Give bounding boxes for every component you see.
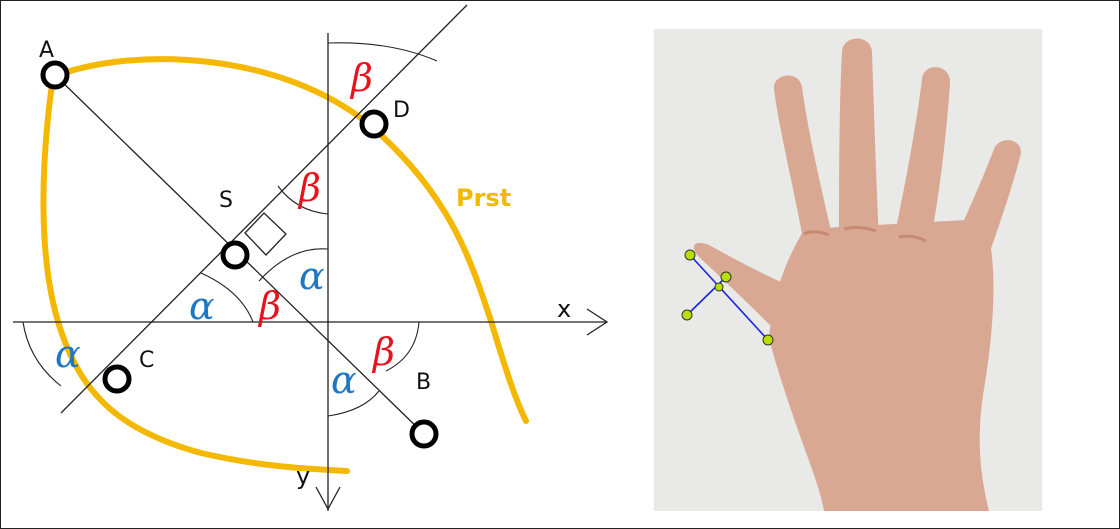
palm-shape [769, 219, 994, 511]
arc-alpha-b [327, 390, 380, 417]
alpha-label-left: α [189, 284, 215, 328]
x-axis-label: x [557, 295, 571, 323]
thumb-measurement[interactable] [681, 249, 774, 346]
right-angle-marker [244, 212, 287, 256]
point-d-marker [359, 109, 389, 139]
measure-handle-3[interactable] [681, 309, 693, 321]
arc-alpha-s [258, 248, 329, 282]
alpha-label-c: α [55, 332, 81, 376]
y-axis-arrow [315, 486, 341, 511]
label-a: A [39, 38, 54, 63]
arc-beta-mid [277, 185, 329, 215]
hand-illustration [681, 38, 1021, 511]
measure-handle-4[interactable] [720, 271, 732, 283]
middle-finger [839, 38, 879, 239]
hand-photo [654, 29, 1042, 511]
index-finger [773, 75, 834, 244]
point-a-marker [40, 60, 70, 90]
beta-label-low: β [257, 284, 281, 328]
beta-label-top: β [349, 56, 373, 100]
arc-beta-b [385, 321, 420, 372]
alpha-label-b: α [331, 358, 357, 402]
beta-label-b: β [371, 330, 395, 374]
measure-handle-2[interactable] [762, 334, 774, 346]
arc-beta-top [327, 42, 438, 62]
beta-label-mid: β [297, 166, 321, 210]
label-c: C [139, 348, 154, 373]
prst-curve [40, 56, 529, 474]
line-cd [60, 4, 468, 414]
x-axis-arrow [586, 308, 609, 336]
alpha-label-s: α [299, 254, 325, 298]
label-s: S [219, 188, 233, 213]
knuckle-shading [803, 225, 927, 243]
measure-line-main [689, 254, 769, 341]
geometry-diagram: A D S C B Prst x y β β α α β β α α [13, 4, 609, 511]
little-finger [944, 140, 1021, 284]
arc-alpha-c [22, 321, 62, 387]
y-axis-label: y [296, 462, 310, 490]
point-b-marker [409, 419, 439, 449]
arc-alpha-s2 [200, 272, 254, 323]
point-s-marker [220, 240, 250, 270]
point-c-marker [102, 364, 132, 394]
label-b: B [416, 370, 431, 395]
label-d: D [393, 98, 410, 123]
measure-handle-1[interactable] [684, 249, 696, 261]
curve-label: Prst [456, 184, 511, 212]
ring-finger [894, 67, 951, 249]
measure-handle-5[interactable] [714, 282, 724, 292]
